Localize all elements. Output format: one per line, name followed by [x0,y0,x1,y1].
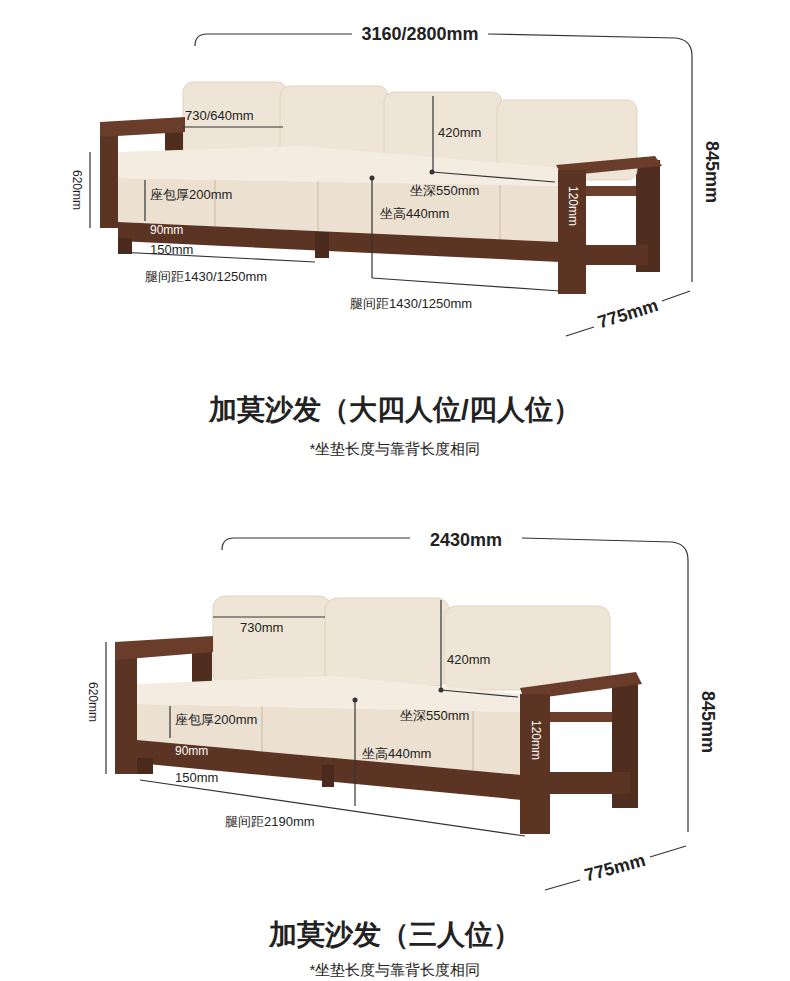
dimension-dot [353,698,358,703]
dimension-dot [370,176,375,181]
dimension-line [432,172,555,182]
dimension-label: 坐高440mm [380,207,449,222]
dimension-label: 730/640mm [185,109,254,124]
dimension-label: 150mm [150,243,193,258]
product-title: 加莫沙发（大四人位/四人位） [209,394,581,426]
dimension-label: 775mm [582,850,647,886]
sofa-four-seat [100,82,662,294]
sofa-three-seat [115,596,642,834]
dimension-line [140,780,525,836]
dimension-label: 845mm [702,141,723,203]
sofa-leg [137,758,153,774]
dimension-line [89,152,90,228]
dimension-label: 腿间距1430/1250mm [145,270,267,285]
dimension-label: 坐深550mm [400,709,469,724]
dimension-label: 620mm [85,682,99,722]
armrest-front-post [100,124,118,228]
dimension-label: 90mm [175,745,208,759]
dimension-label: 420mm [438,126,481,141]
armrest-front-post [520,694,550,834]
dimension-line [354,700,355,806]
cushion-seam [472,711,474,771]
dimension-line [371,178,372,278]
dimension-line [441,690,518,697]
sofa-leg [315,232,329,258]
armrest-rail [586,245,648,265]
dimension-dot [430,170,435,175]
dimension-label: 坐深550mm [410,184,479,199]
dimension-line [144,180,145,221]
dimension-label: 730mm [240,621,283,636]
cushion-seam [499,185,501,239]
dimension-line [105,642,106,774]
dimension-label: 腿间距2190mm [225,815,315,830]
dimension-line [222,538,688,832]
dimension-label: 腿间距1430/1250mm [350,297,472,312]
dimension-label: 座包厚200mm [150,188,232,203]
footnote: *坐垫长度与靠背长度相同 [310,440,481,457]
sofa-leg [322,765,334,787]
dimension-label: 620mm [69,170,83,210]
armrest-front-post [115,646,137,774]
product-title: 加莫沙发（三人位） [269,919,521,951]
dimension-label: 2430mm [430,530,502,551]
dimension-label: 120mm [565,186,579,226]
dimension-lines [90,34,692,336]
dimension-label: 775mm [595,295,660,333]
dimension-dot [439,688,444,693]
dimension-line [440,600,441,690]
base-rail [118,222,560,262]
cushion-seam [317,182,319,231]
armrest-top [115,636,213,660]
dimension-line [213,616,325,617]
footnote: *坐垫长度与靠背长度相同 [310,961,481,978]
armrest-shelf [586,186,636,196]
cushion-seam [261,707,263,752]
back-cushion [325,598,449,686]
dimension-label: 90mm [150,224,183,238]
dimension-label: 3160/2800mm [361,24,478,45]
back-cushion [444,606,610,690]
dimension-label: 120mm [528,720,542,760]
armrest-shelf [550,712,612,722]
armrest-top [100,117,185,137]
dimension-line [169,706,170,738]
dimension-line [432,96,433,172]
dimension-line [372,278,560,291]
dimension-label: 845mm [698,691,719,753]
dimension-line [195,34,692,282]
base-rail [137,740,522,800]
dimension-line [118,252,315,262]
dimension-line [183,126,283,127]
armrest-front-post [558,170,586,294]
armrest-rail [550,772,630,794]
dimension-label: 座包厚200mm [175,713,257,728]
back-cushion [213,596,331,686]
dimension-line [566,291,690,336]
dimension-lines [106,538,688,890]
dimension-line [545,846,686,890]
dimension-label: 150mm [175,771,218,786]
dimension-label: 420mm [447,653,490,668]
dimension-label: 坐高440mm [362,747,431,762]
